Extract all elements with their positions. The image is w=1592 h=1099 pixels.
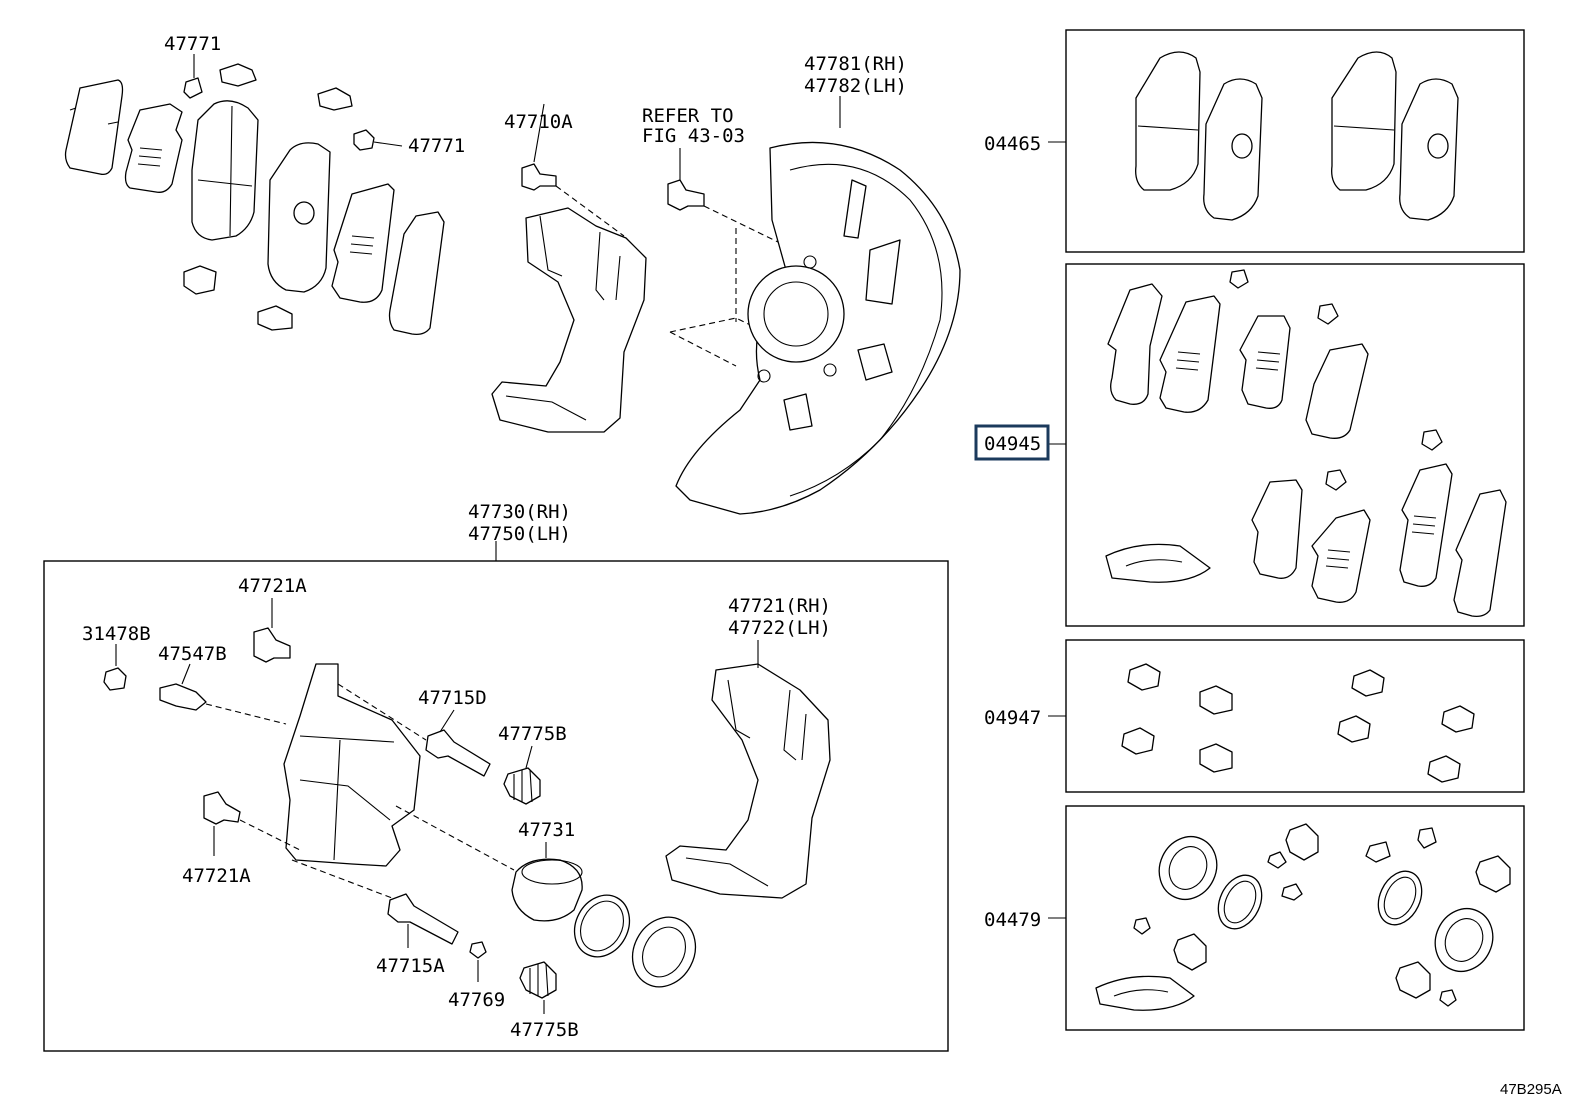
label-refer-to: REFER TO [642, 105, 734, 127]
label-47771-top: 47771 [164, 33, 221, 55]
slide-pin-47715d[interactable] [425, 729, 491, 777]
outer-anti-squeal-shim[interactable] [64, 79, 124, 176]
label-47771-right: 47771 [408, 135, 465, 157]
label-47750: 47750(LH) [468, 523, 571, 545]
label-47710a: 47710A [504, 111, 573, 133]
label-47781: 47781(RH) [804, 53, 907, 75]
cap-31478b[interactable] [103, 667, 127, 691]
label-47721a-top: 47721A [238, 575, 307, 597]
label-47721a-bottom: 47721A [182, 865, 251, 887]
label-47775b-top: 47775B [498, 723, 567, 745]
label-04945[interactable]: 04945 [984, 433, 1041, 455]
part-47771-clip-a[interactable] [183, 77, 203, 99]
bolt-47721a-bottom[interactable] [203, 791, 241, 825]
pad-set-left[interactable] [1135, 51, 1263, 221]
slide-pin-47715a[interactable] [387, 893, 459, 945]
label-04947[interactable]: 04947 [984, 707, 1041, 729]
part-47769[interactable] [469, 941, 487, 959]
caliper-mounting-47721[interactable] [665, 663, 831, 899]
cylinder-boot[interactable] [621, 906, 708, 998]
label-47547b: 47547B [158, 643, 227, 665]
clip-kit-parts[interactable] [1121, 663, 1475, 783]
bolt-47721a-top[interactable] [253, 627, 291, 663]
seal-kit-parts[interactable] [1095, 823, 1511, 1011]
pad-set-right[interactable] [1331, 51, 1459, 221]
kit-04945 [1048, 263, 1525, 627]
pad-clip-top[interactable] [219, 63, 257, 87]
bolt-47710a[interactable] [521, 163, 557, 191]
caliper-mounting-bracket[interactable] [491, 207, 647, 433]
pad-clip-mid[interactable] [317, 87, 353, 111]
label-47715d: 47715D [418, 687, 487, 709]
label-47731: 47731 [518, 819, 575, 841]
label-31478b: 31478B [82, 623, 151, 645]
kit-04465 [1048, 29, 1525, 253]
highlight-04945-box [974, 424, 1050, 461]
label-47715a: 47715A [376, 955, 445, 977]
kit-04479 [1048, 805, 1525, 1031]
shim-kit-parts[interactable] [1105, 269, 1507, 618]
pad-shim-group [64, 54, 445, 336]
label-04479[interactable]: 04479 [984, 909, 1041, 931]
label-refer-fig: FIG 43-03 [642, 125, 745, 147]
pad-support-shim[interactable] [331, 183, 395, 303]
cylinder-caliper-body[interactable] [283, 663, 421, 867]
kit-04947 [1048, 639, 1525, 793]
label-47730: 47730(RH) [468, 501, 571, 523]
label-47782: 47782(LH) [804, 75, 907, 97]
label-47721: 47721(RH) [728, 595, 831, 617]
label-47722: 47722(LH) [728, 617, 831, 639]
brake-pad-outer[interactable] [191, 100, 259, 241]
part-47771-clip-b[interactable] [353, 129, 375, 151]
inner-anti-squeal-shim[interactable] [124, 103, 183, 193]
pad-clip-lower-left[interactable] [183, 265, 217, 295]
label-04465[interactable]: 04465 [984, 133, 1041, 155]
figure-code: 47B295A [1500, 1081, 1562, 1098]
label-47769: 47769 [448, 989, 505, 1011]
dust-shield [675, 96, 961, 515]
pad-clip-lower[interactable] [257, 305, 293, 331]
rear-shim[interactable] [388, 211, 445, 336]
caliper-assembly-box [43, 103, 949, 1052]
bolt-refer-fig[interactable] [667, 179, 705, 211]
bleeder-plug-47547b[interactable] [159, 683, 207, 711]
label-47775b-bottom: 47775B [510, 1019, 579, 1041]
piston-47731[interactable] [511, 858, 583, 922]
